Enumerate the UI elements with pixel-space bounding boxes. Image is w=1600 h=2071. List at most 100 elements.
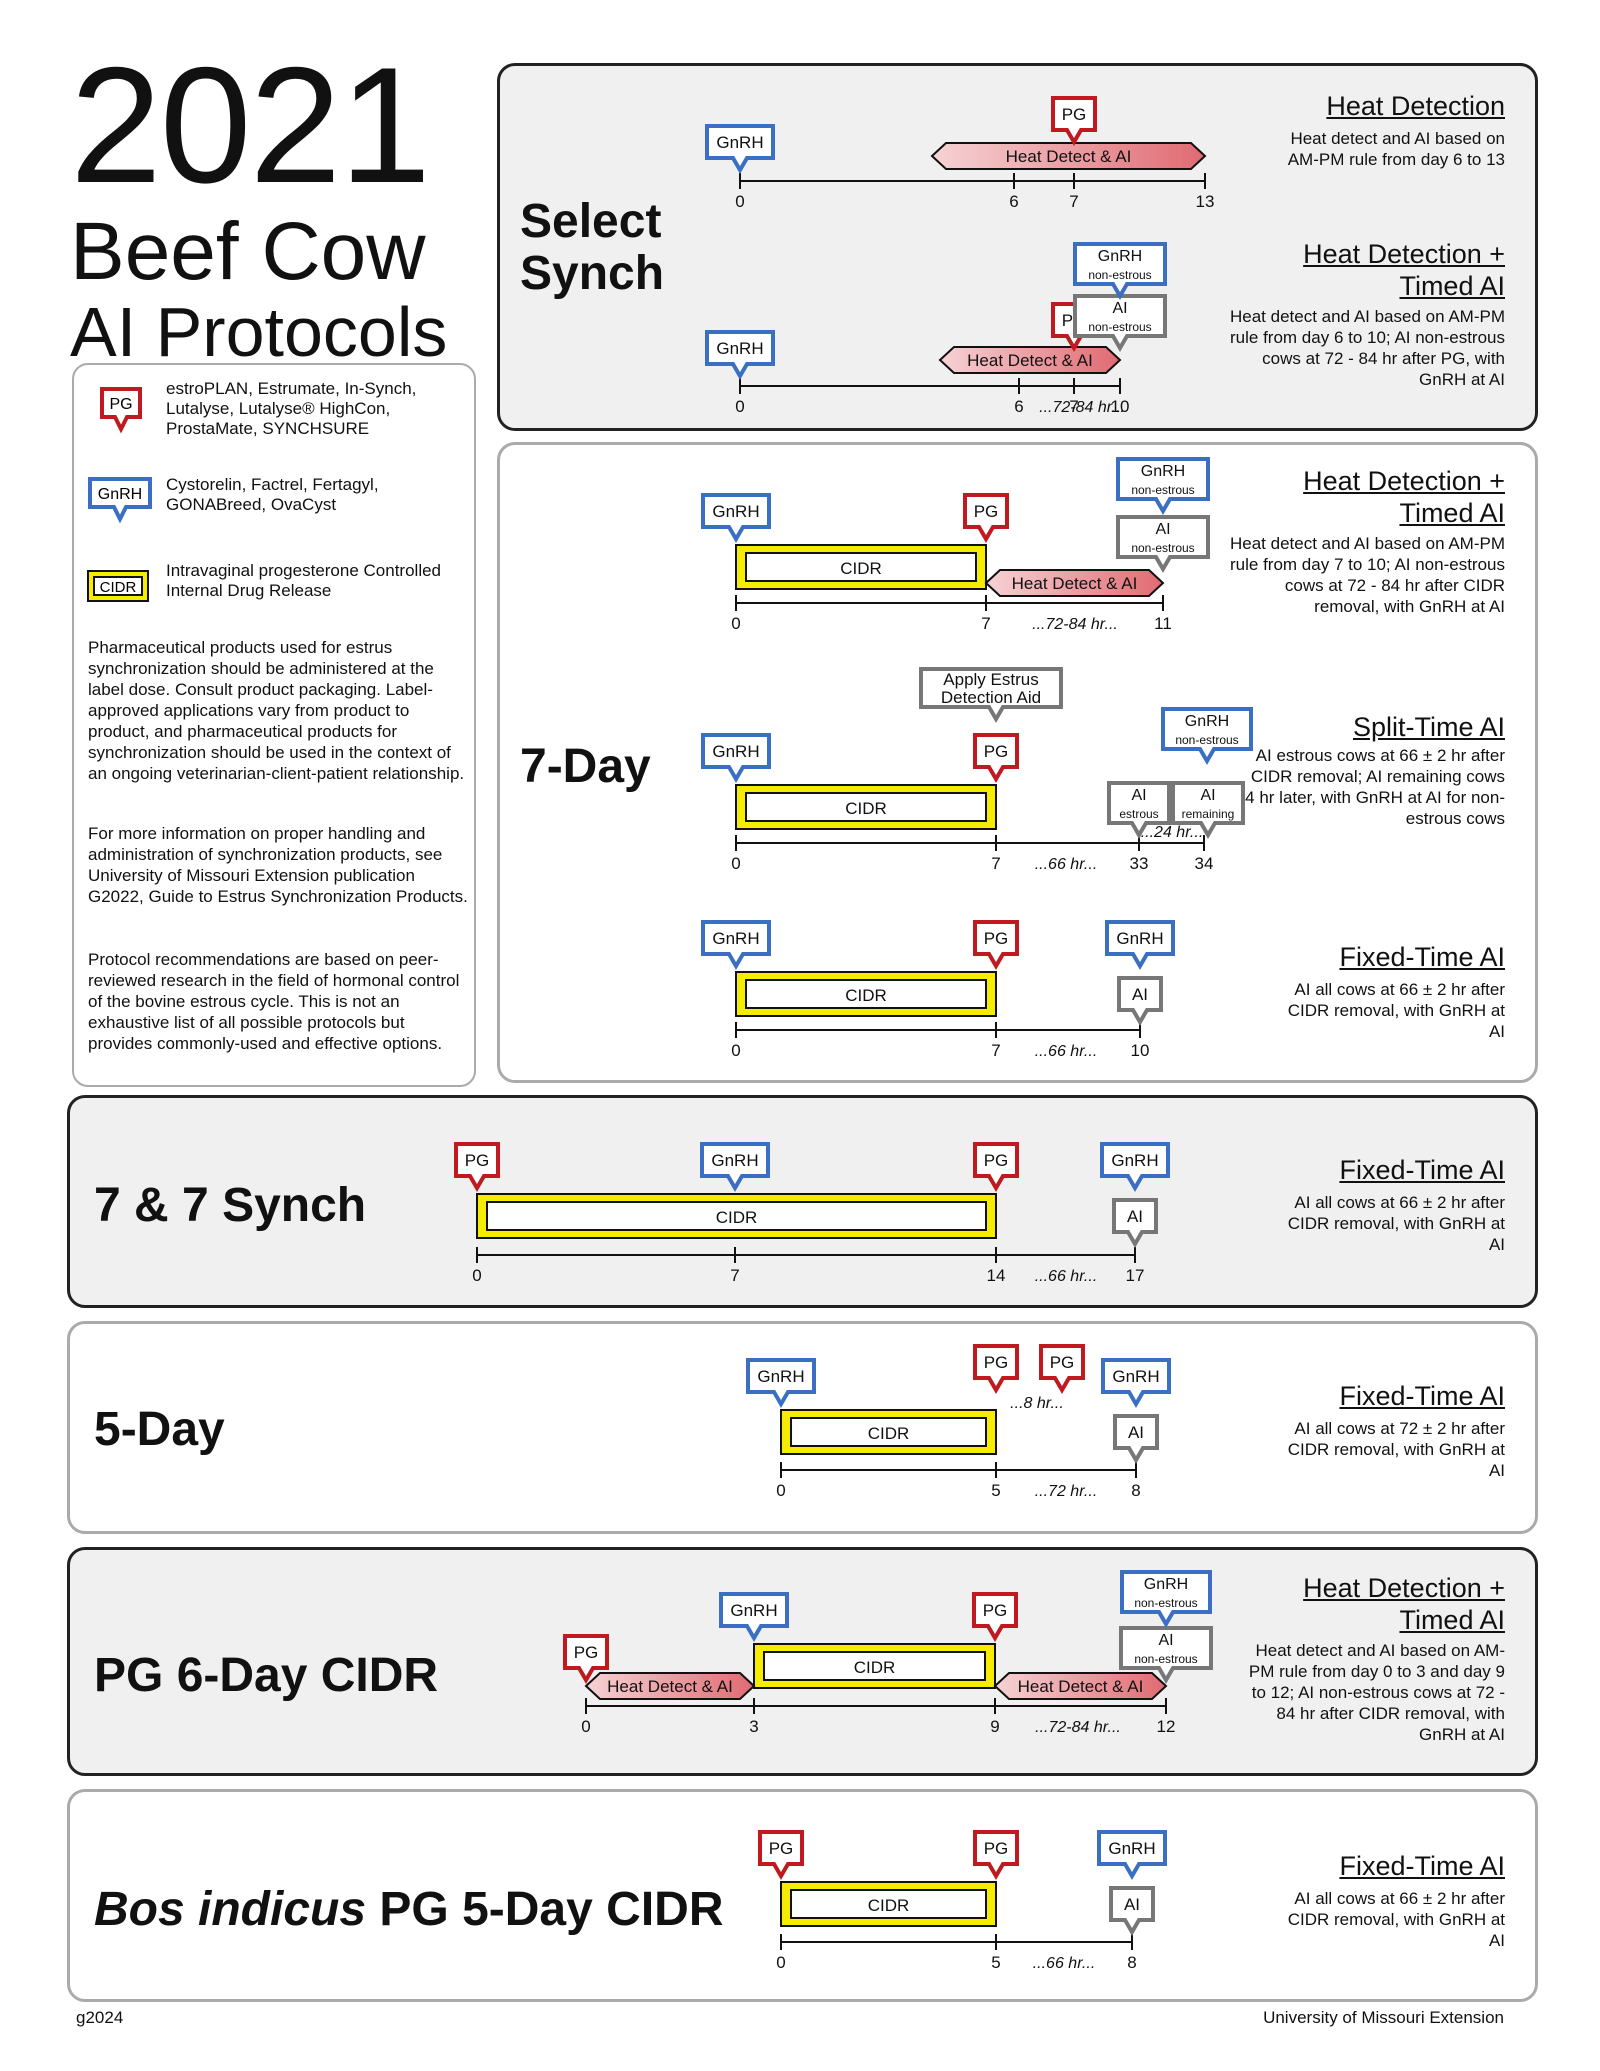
- axis-tick-label: 0: [776, 1481, 785, 1500]
- ai-tag-sublabel: non-estrous: [1088, 320, 1151, 334]
- ai-tag-label: AI: [1127, 1207, 1143, 1226]
- ai-tag-sublabel: remaining: [1182, 807, 1235, 821]
- gnrh-tag-label: GnRH: [730, 1601, 777, 1620]
- axis-tick-label: 5: [991, 1953, 1000, 1972]
- footer-publisher: University of Missouri Extension: [1263, 2008, 1504, 2027]
- cidr-bar-inner: [486, 1201, 987, 1231]
- axis-tick-label: 0: [735, 397, 744, 416]
- pg-tag: [973, 1344, 1019, 1394]
- cidr-bar-label: CIDR: [868, 1896, 910, 1915]
- axis-tick-label: 8: [1127, 1953, 1136, 1972]
- axis-tick-label: 6: [1009, 192, 1018, 211]
- gnrh-tag-label: GnRH: [1144, 1576, 1188, 1593]
- row-description: AI all cows at 66 ± 2 hr after CIDR remo…: [1287, 980, 1505, 1041]
- ai-tag: [1171, 781, 1245, 839]
- gnrh-tag: [701, 920, 771, 970]
- legend-paragraph-1: Pharmaceutical products used for estrus …: [88, 638, 465, 783]
- ai-tag-label: AI: [1124, 1895, 1140, 1914]
- axis-tick-label: 0: [776, 1953, 785, 1972]
- legend-gnrh-label: GnRH: [98, 486, 142, 503]
- ai-tag-label: AI: [1200, 787, 1215, 804]
- row-description: AI estrous cows at 66 ± 2 hr after CIDR …: [1235, 746, 1505, 828]
- ai-tag-label: AI: [1112, 300, 1127, 317]
- interval-label: ...66 hr...: [1035, 1268, 1098, 1285]
- axis-tick-label: 6: [1014, 397, 1023, 416]
- ai-tag-sublabel: non-estrous: [1134, 1652, 1197, 1666]
- ai-tag: [1109, 1886, 1155, 1936]
- ai-tag-label: AI: [1158, 1632, 1173, 1649]
- legend-pg-label: PG: [109, 396, 132, 413]
- ai-tag-label: AI: [1132, 985, 1148, 1004]
- axis-tick-label: 13: [1196, 192, 1215, 211]
- legend-gnrh-text: Cystorelin, Factrel, Fertagyl, GONABreed…: [166, 475, 379, 514]
- gnrh-tag: [701, 733, 771, 783]
- axis-tick-label: 10: [1131, 1041, 1150, 1060]
- gnrh-tag-label: GnRH: [716, 339, 763, 358]
- ai-tag-label: AI: [1128, 1423, 1144, 1442]
- pg-tag: [973, 1142, 1019, 1192]
- ai-tag-sublabel: non-estrous: [1131, 541, 1194, 555]
- pg-tag: [973, 920, 1019, 970]
- interval-label: ...72-84 hr...: [1032, 616, 1118, 633]
- interval-label: ...72-84 hr...: [1039, 399, 1125, 416]
- gnrh-tag-label: GnRH: [712, 742, 759, 761]
- interval-label: ...8 hr...: [1010, 1395, 1064, 1412]
- ai-tag: [1073, 294, 1167, 352]
- interval-label: ...72 hr...: [1035, 1483, 1098, 1500]
- gnrh-tag-label: GnRH: [1112, 1367, 1159, 1386]
- pg-tag-label: PG: [984, 1839, 1009, 1858]
- header: 2021 Beef Cow AI Protocols: [70, 40, 490, 368]
- gnrh-tag: [1073, 242, 1167, 300]
- row-title: Heat Detection + Timed AI: [1303, 466, 1505, 528]
- row-description: AI all cows at 66 ± 2 hr after CIDR remo…: [1287, 1889, 1505, 1950]
- cidr-bar-inner: [745, 979, 987, 1009]
- ai-tag: [1119, 1626, 1213, 1684]
- gnrh-tag-label: GnRH: [1108, 1839, 1155, 1858]
- gnrh-tag: [701, 493, 771, 543]
- row-title: Heat Detection + Timed AI: [1303, 239, 1505, 301]
- cidr-bar-inner: [745, 552, 977, 582]
- heat-detect-bar: [938, 346, 1122, 374]
- row-description: Heat detect and AI based on AM-PM rule f…: [1230, 534, 1505, 616]
- axis-tick-label: 0: [472, 1266, 481, 1285]
- gnrh-tag-sublabel: non-estrous: [1134, 1596, 1197, 1610]
- gnrh-tag-sublabel: non-estrous: [1131, 483, 1194, 497]
- protocol-name: PG 6-Day CIDR: [94, 1649, 439, 1702]
- pg-tag-label: PG: [984, 929, 1009, 948]
- gnrh-tag-label: GnRH: [1141, 463, 1185, 480]
- protocol-name-italic: Bos indicus: [94, 1883, 367, 1936]
- pg-tag-label: PG: [1062, 105, 1087, 124]
- heat-detect-bar: [930, 142, 1207, 170]
- axis-tick-label: 14: [987, 1266, 1006, 1285]
- heat-detect-bar: [984, 569, 1165, 597]
- row-title: Split-Time AI: [1352, 712, 1505, 742]
- axis-tick-label: 7: [1069, 192, 1078, 211]
- cidr-tag-icon: CIDR: [87, 570, 149, 602]
- interval-label: ...72-84 hr...: [1035, 1719, 1121, 1736]
- protocol-name-rest: PG 5-Day CIDR: [379, 1883, 724, 1936]
- pg-tag-label: PG: [1050, 1353, 1075, 1372]
- pg-tag: [758, 1830, 804, 1880]
- axis-tick-label: 10: [1111, 397, 1130, 416]
- gnrh-tag-label: GnRH: [757, 1367, 804, 1386]
- panel-5-day: 5-Day Fixed-Time AI AI all cows at 72 ± …: [67, 1321, 1538, 1534]
- title-line1: Beef Cow: [70, 206, 426, 297]
- heat-detect-bar-label: Heat Detect & AI: [967, 351, 1093, 370]
- axis-tick-label: 7: [981, 614, 990, 633]
- row-description: Heat detect and AI based on AM-PM rule f…: [1230, 307, 1505, 389]
- protocol-name: 5-Day: [94, 1403, 225, 1456]
- cidr-bar-inner: [790, 1889, 987, 1919]
- pg-tag: [973, 733, 1019, 783]
- heat-detect-bar-label: Heat Detect & AI: [1012, 574, 1138, 593]
- pg-tag: [1039, 1344, 1085, 1394]
- pg-tag: [454, 1142, 500, 1192]
- pg-tag: [563, 1634, 609, 1684]
- cidr-bar-label: CIDR: [840, 559, 882, 578]
- row-description: Heat detect and AI based on AM-PM rule f…: [1248, 1641, 1505, 1744]
- protocol-name: 7 & 7 Synch: [94, 1179, 367, 1232]
- heat-detect-bar-label: Heat Detect & AI: [1006, 147, 1132, 166]
- protocol-name: 7-Day: [520, 740, 651, 793]
- interval-label: ...66 hr...: [1035, 856, 1098, 873]
